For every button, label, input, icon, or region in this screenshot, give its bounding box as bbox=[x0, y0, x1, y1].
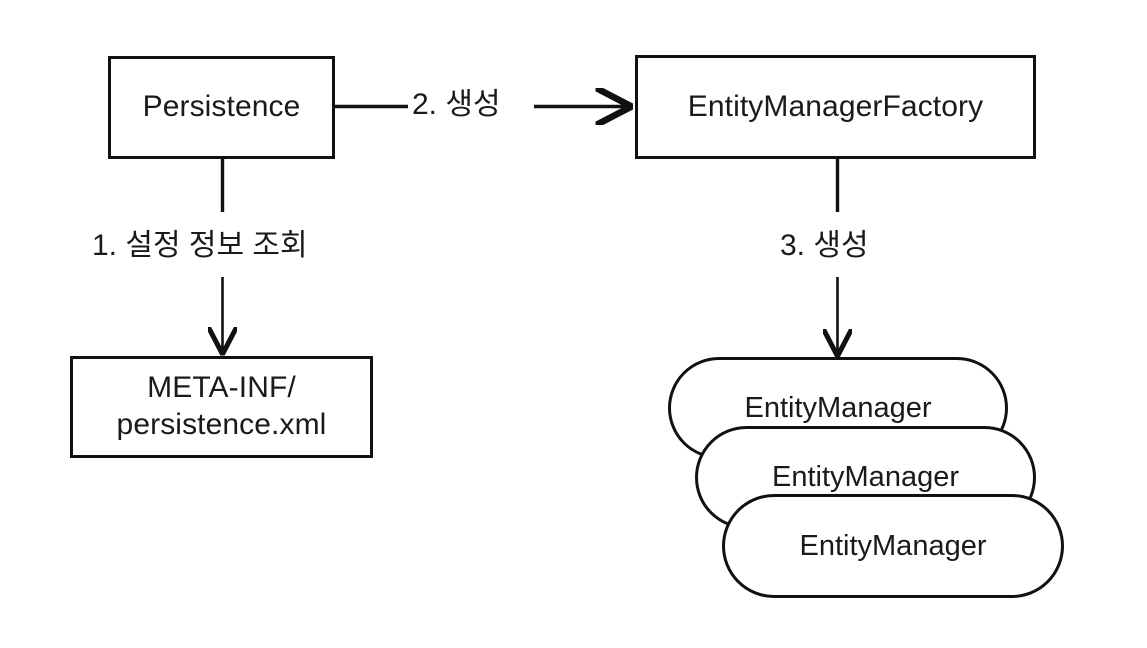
node-entity-manager-3[interactable]: EntityManager bbox=[722, 494, 1064, 598]
node-meta-inf-persistence-xml[interactable]: META-INF/ persistence.xml bbox=[70, 356, 373, 458]
node-entity-manager-1-label: EntityManager bbox=[744, 391, 932, 424]
edge-label-step2: 2. 생성 bbox=[408, 88, 505, 121]
node-entity-manager-factory[interactable]: EntityManagerFactory bbox=[635, 55, 1036, 159]
node-meta-inf-label-line2: persistence.xml bbox=[116, 408, 327, 441]
edge-label-step3: 3. 생성 bbox=[776, 229, 873, 262]
node-entity-manager-3-label: EntityManager bbox=[799, 529, 987, 562]
node-meta-inf-label: META-INF/ persistence.xml bbox=[117, 370, 327, 443]
edge-label-step1: 1. 설정 정보 조회 bbox=[88, 229, 312, 262]
node-entity-manager-factory-label: EntityManagerFactory bbox=[687, 89, 984, 123]
node-persistence[interactable]: Persistence bbox=[108, 56, 335, 159]
node-persistence-label: Persistence bbox=[142, 90, 301, 124]
node-meta-inf-label-line1: META-INF/ bbox=[147, 371, 296, 405]
node-entity-manager-2-label: EntityManager bbox=[772, 461, 959, 493]
